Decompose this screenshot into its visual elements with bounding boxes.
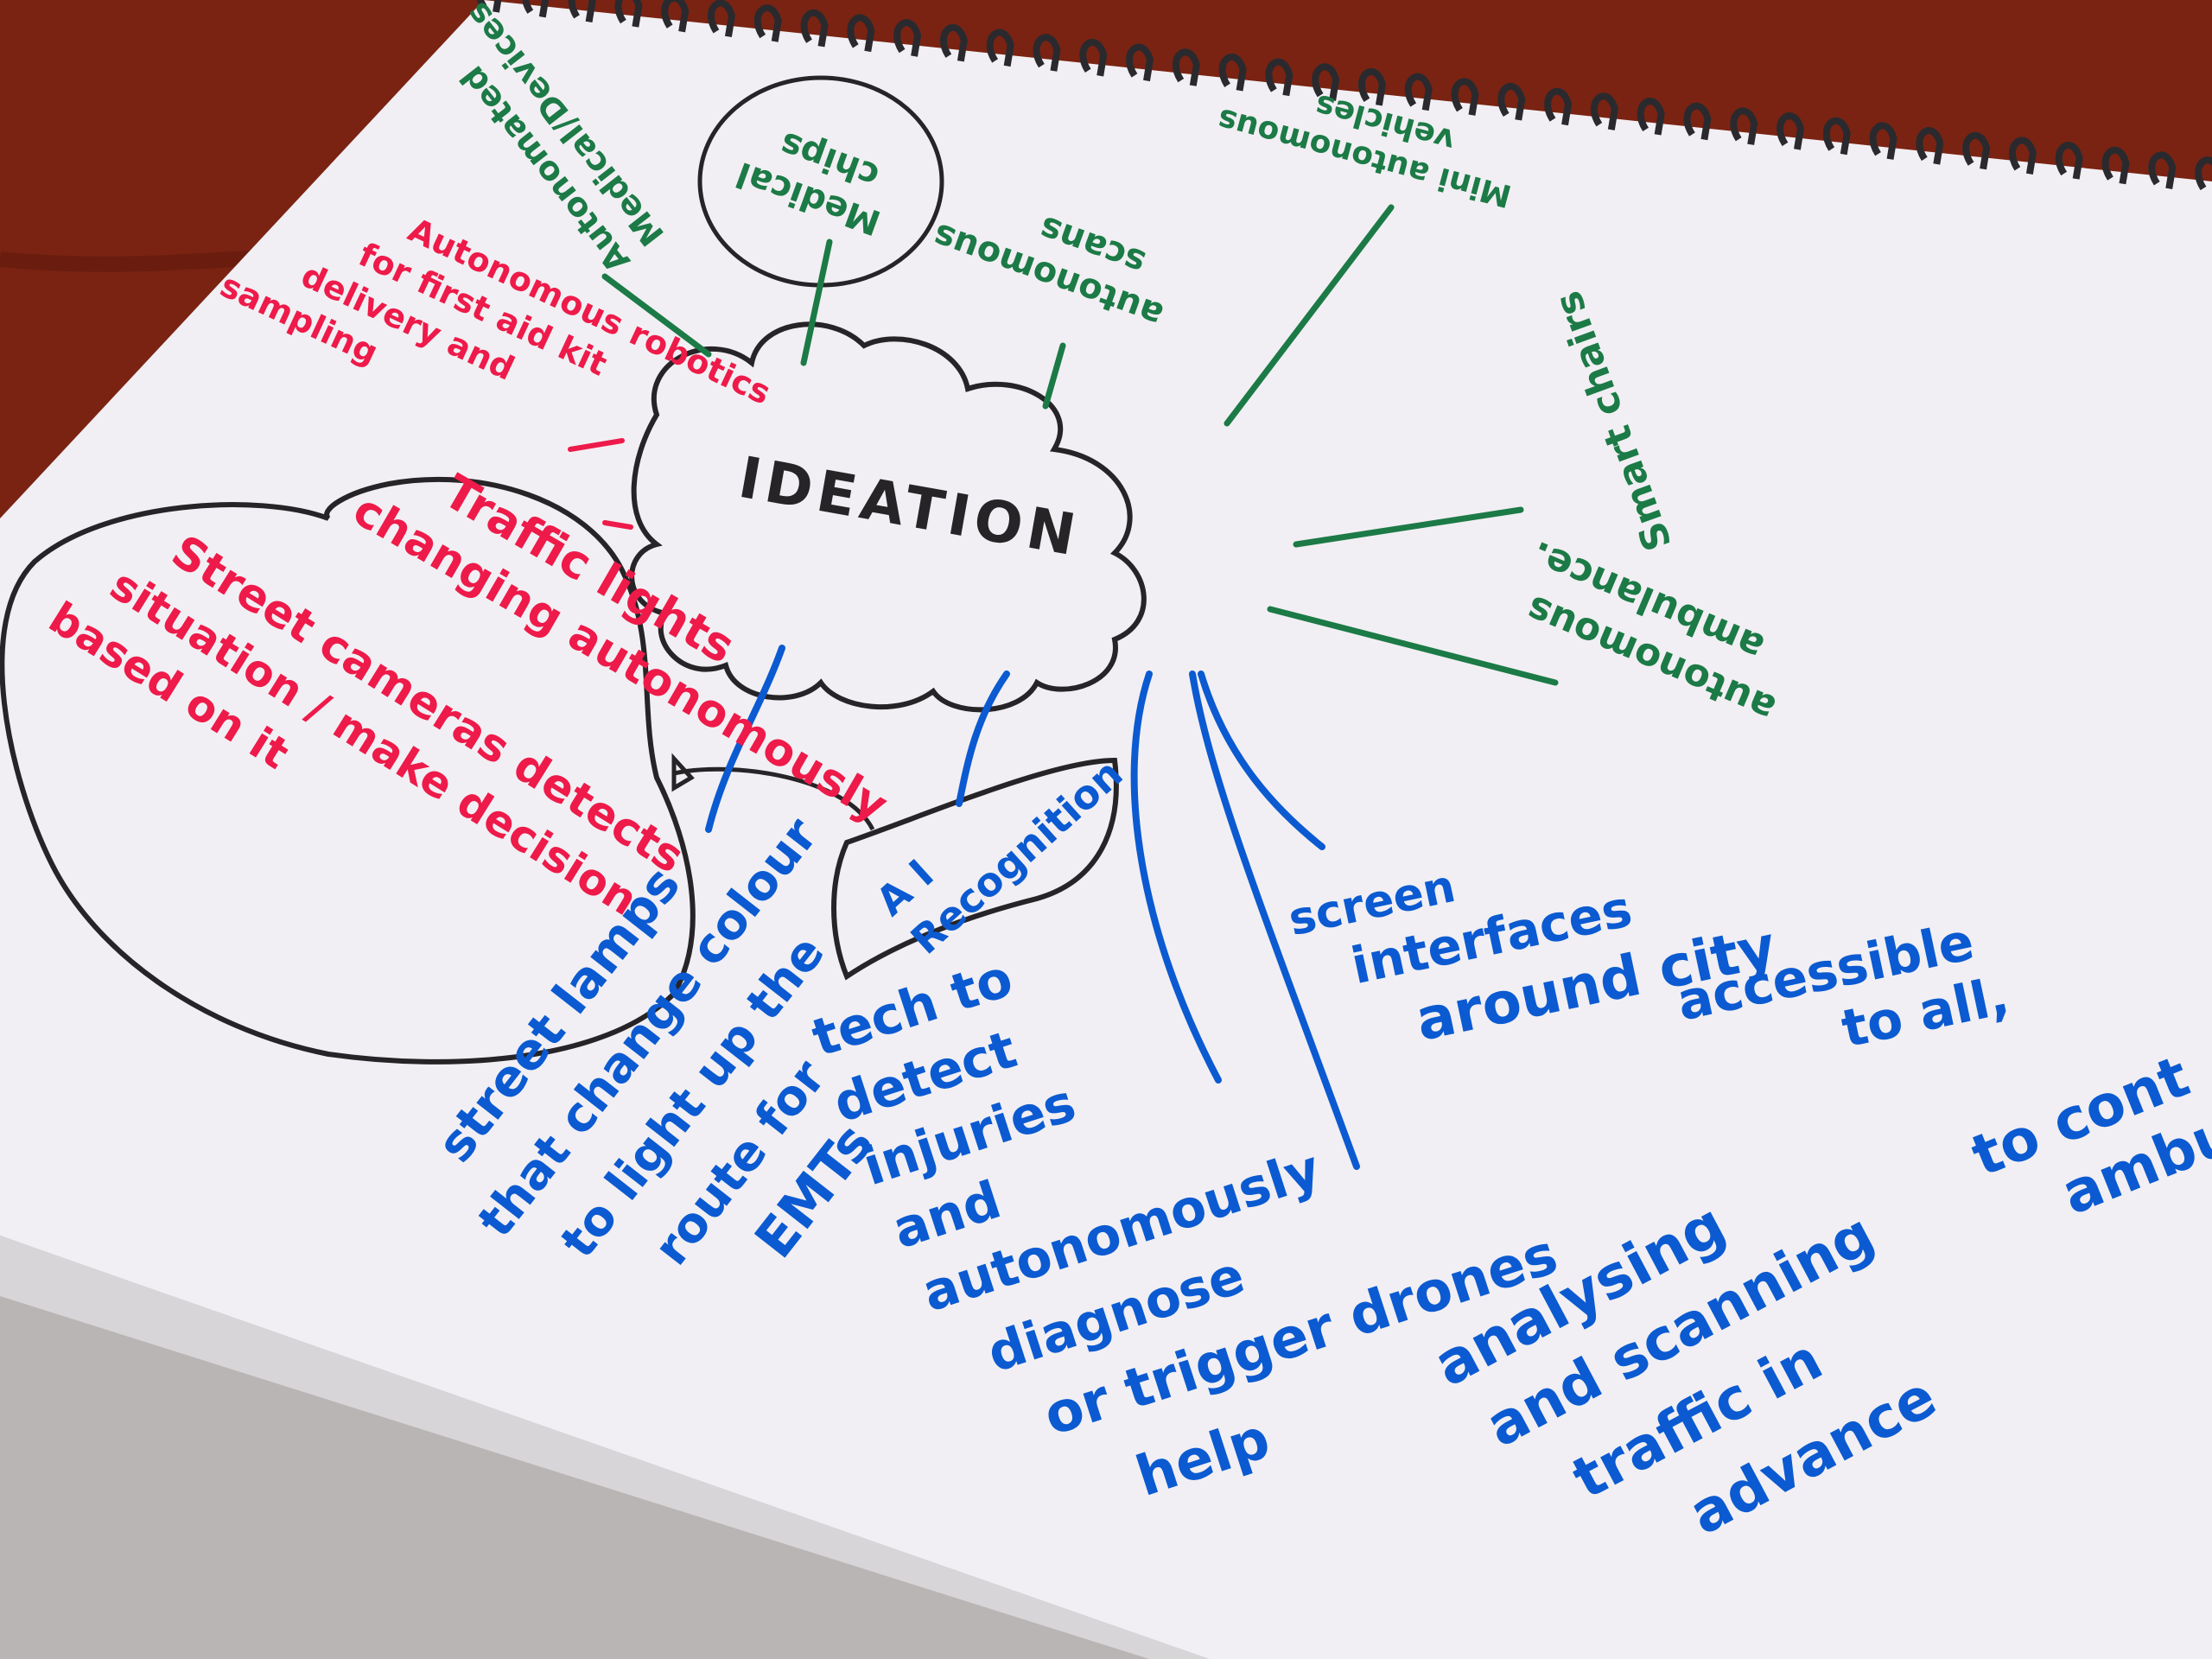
spiral-ring: [661, 0, 690, 33]
spiral-ring: [1777, 112, 1805, 150]
spiral-ring: [847, 14, 875, 53]
spiral-ring: [1312, 63, 1340, 101]
spiral-ring: [2148, 151, 2177, 189]
spiral-ring: [893, 19, 922, 57]
spiral-ring: [568, 0, 596, 23]
spiral-ring: [1683, 102, 1712, 141]
spiral-ring: [2055, 142, 2083, 180]
spiral-ring: [1869, 122, 1897, 160]
spiral-binding: [476, 0, 2212, 191]
spiral-ring: [1637, 98, 1665, 136]
spiral-ring: [708, 0, 736, 38]
red-connectors: [568, 438, 633, 530]
spiral-ring: [1916, 127, 1944, 165]
spiral-ring: [800, 10, 829, 48]
red-notes-outline: [0, 476, 696, 1065]
ideation-cloud: [629, 321, 1147, 713]
arrow-head: [671, 753, 695, 792]
spiral-ring: [1451, 78, 1479, 116]
blue-connectors: [705, 645, 1360, 1170]
spiral-ring: [2195, 156, 2212, 191]
spiral-ring: [1497, 83, 1526, 121]
ai-recognition-box: [831, 757, 1119, 981]
spiral-ring: [1730, 107, 1758, 145]
ai-to-red-link: [673, 766, 875, 831]
spiral-ring: [1591, 92, 1618, 130]
spiral-ring: [1265, 58, 1294, 97]
spiral-ring: [1172, 48, 1200, 86]
spiral-ring: [1544, 87, 1573, 126]
spiral-ring: [1218, 54, 1247, 92]
green-connectors: [601, 204, 1559, 686]
spiral-ring: [1404, 73, 1433, 111]
spiral-ring: [753, 4, 782, 42]
spiral-ring: [1126, 43, 1154, 82]
spiral-ring: [2101, 146, 2130, 185]
spiral-ring: [1079, 39, 1108, 77]
spiral-ring: [2009, 137, 2037, 175]
spiral-ring: [1358, 68, 1386, 106]
spiral-ring: [1033, 34, 1061, 72]
spiral-ring: [522, 0, 550, 18]
spiral-ring: [986, 29, 1014, 67]
spiral-ring: [614, 0, 643, 28]
spiral-ring: [1822, 117, 1851, 156]
spiral-ring: [1962, 131, 1991, 170]
spiral-ring: [940, 24, 968, 62]
